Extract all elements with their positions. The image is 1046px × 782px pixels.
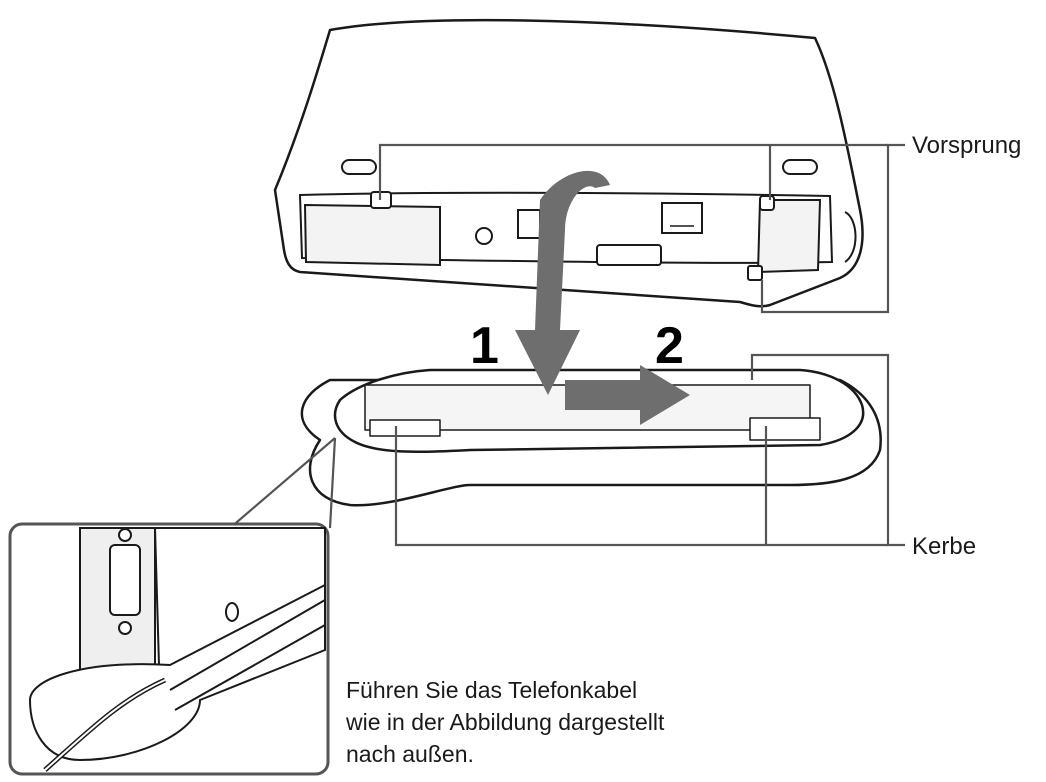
caption-line-2: wie in der Abbildung dargestellt <box>346 709 665 735</box>
device-front-panel <box>298 191 857 281</box>
label-kerbe: Kerbe <box>912 533 977 560</box>
label-vorsprung: Vorsprung <box>912 132 1022 159</box>
caption-line-3: nach außen. <box>346 741 474 767</box>
arrow-step-1 <box>515 170 610 395</box>
caption-text: Führen Sie das Telefonkabel wie in der A… <box>346 674 664 770</box>
inset-detail <box>8 522 330 776</box>
step-1-label: 1 <box>470 317 499 375</box>
leader-lines <box>229 143 905 547</box>
caption-line-1: Führen Sie das Telefonkabel <box>346 677 638 703</box>
arrow-step-2 <box>565 365 690 425</box>
device-slots <box>341 159 818 175</box>
step-2-label: 2 <box>655 317 684 375</box>
